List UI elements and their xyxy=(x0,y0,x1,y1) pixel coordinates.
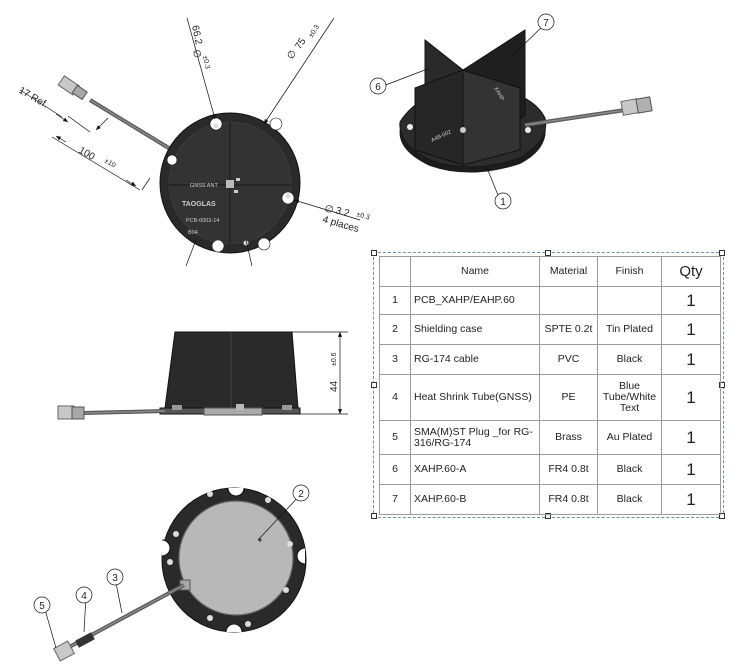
bom-cell-finish: Black xyxy=(597,344,662,375)
table-row[interactable]: 7 XAHP.60-B FR4 0.8t Black 1 xyxy=(379,484,721,515)
bom-table[interactable]: Name Material Finish Qty 1 PCB_XAHP/EAHP… xyxy=(379,256,721,515)
dim-pcb-dia-symbol: ∅ xyxy=(190,49,202,59)
dim-pcb-dia-tol: ±0.3 xyxy=(201,55,211,70)
dim-shield-dia-tol: ±0.3 xyxy=(308,24,321,39)
dim-shield-dia-symbol: ∅ xyxy=(285,48,299,61)
dim-height-tol: ±0.6 xyxy=(331,352,338,366)
top-view-pcb: GNSS ANT TAOGLAS PCB-0002-14 B04 xyxy=(159,112,301,254)
bom-cell-name: Shielding case xyxy=(410,314,540,345)
pcb-rev-mark: B04 xyxy=(188,230,198,236)
bom-cell-finish: Black xyxy=(597,454,662,485)
dim-hole-dia: 3.2 xyxy=(334,205,351,220)
bom-cell-finish xyxy=(597,286,662,315)
bom-cell-finish: Black xyxy=(597,484,662,515)
bom-cell-no: 5 xyxy=(379,420,411,455)
bom-cell-finish: Blue Tube/White Text xyxy=(597,374,662,421)
bom-cell-qty: 1 xyxy=(661,484,721,515)
table-row[interactable]: 6 XAHP.60-A FR4 0.8t Black 1 xyxy=(379,454,721,485)
bom-cell-material: PVC xyxy=(539,344,598,375)
bom-cell-qty: 1 xyxy=(661,344,721,375)
dim-hole-dia-tol: ±0.3 xyxy=(355,211,370,221)
bom-cell-material: SPTE 0.2t xyxy=(539,314,598,345)
balloons xyxy=(33,13,555,649)
side-view: 44 ±0.6 xyxy=(57,331,348,420)
bom-cell-no: 6 xyxy=(379,454,411,485)
bom-cell-no: 3 xyxy=(379,344,411,375)
pcb-brand-mark: TAOGLAS xyxy=(182,201,216,208)
table-row[interactable]: 4 Heat Shrink Tube(GNSS) PE Blue Tube/Wh… xyxy=(379,374,721,421)
bom-cell-name: RG-174 cable xyxy=(410,344,540,375)
top-view-dimensions xyxy=(19,17,361,267)
bom-cell-no: 2 xyxy=(379,314,411,345)
bom-cell-name: XAHP.60-A xyxy=(410,454,540,485)
bom-cell-no: 7 xyxy=(379,484,411,515)
dim-height: 44 xyxy=(329,380,340,392)
balloon-7: 7 xyxy=(543,18,549,29)
bom-cell-material: FR4 0.8t xyxy=(539,454,598,485)
dim-cable-ref: 17 Ref. xyxy=(17,85,50,111)
selection-handle-ml[interactable] xyxy=(371,382,377,388)
bom-cell-qty: 1 xyxy=(661,314,721,345)
dim-pcb-dia: 66.2 xyxy=(189,24,204,46)
bom-header-material: Material xyxy=(539,256,598,287)
bom-cell-finish: Au Plated xyxy=(597,420,662,455)
bom-header-row: Name Material Finish Qty xyxy=(379,256,721,287)
bom-cell-material: FR4 0.8t xyxy=(539,484,598,515)
bom-cell-material xyxy=(539,286,598,315)
balloon-1: 1 xyxy=(500,197,506,208)
bom-cell-qty: 1 xyxy=(661,454,721,485)
top-view-cable xyxy=(57,75,174,152)
balloon-5: 5 xyxy=(39,601,45,612)
dim-hole-dia-symbol: ∅ xyxy=(323,203,334,216)
dim-cable-length-tol: ±10 xyxy=(103,158,117,170)
selection-handle-br[interactable] xyxy=(719,513,725,519)
bom-cell-name: PCB_XAHP/EAHP.60 xyxy=(410,286,540,315)
pcb-gnss-mark: GNSS ANT xyxy=(190,183,218,189)
bom-cell-qty: 1 xyxy=(661,420,721,455)
selection-handle-bl[interactable] xyxy=(371,513,377,519)
bom-cell-material: Brass xyxy=(539,420,598,455)
bom-cell-finish: Tin Plated xyxy=(597,314,662,345)
selection-handle-tl[interactable] xyxy=(371,250,377,256)
bottom-view xyxy=(52,487,307,662)
table-row[interactable]: 3 RG-174 cable PVC Black 1 xyxy=(379,344,721,375)
bom-header-no xyxy=(379,256,411,287)
table-row[interactable]: 1 PCB_XAHP/EAHP.60 1 xyxy=(379,286,721,315)
table-row[interactable]: 5 SMA(M)ST Plug _for RG-316/RG-174 Brass… xyxy=(379,420,721,455)
bom-cell-name: Heat Shrink Tube(GNSS) xyxy=(410,374,540,421)
bom-header-qty: Qty xyxy=(661,256,721,287)
bom-cell-name: SMA(M)ST Plug _for RG-316/RG-174 xyxy=(410,420,540,455)
dim-shield-dia: 75 xyxy=(293,36,309,52)
table-row[interactable]: 2 Shielding case SPTE 0.2t Tin Plated 1 xyxy=(379,314,721,345)
selection-handle-tc[interactable] xyxy=(545,250,551,256)
bom-cell-no: 1 xyxy=(379,286,411,315)
bom-cell-qty: 1 xyxy=(661,286,721,315)
bom-header-name: Name xyxy=(410,256,540,287)
balloon-4: 4 xyxy=(81,591,87,602)
bom-header-finish: Finish xyxy=(597,256,662,287)
bom-cell-material: PE xyxy=(539,374,598,421)
balloon-6: 6 xyxy=(375,82,381,93)
isometric-view: XAHP A4B-002 xyxy=(399,29,653,173)
balloon-3: 3 xyxy=(112,573,118,584)
dim-cable-length: 100 xyxy=(77,145,97,163)
bom-cell-qty: 1 xyxy=(661,374,721,421)
top-view: GNSS ANT TAOGLAS PCB-0002-14 B04 ∅ 66.2 … xyxy=(17,17,371,267)
balloon-2: 2 xyxy=(298,489,304,500)
bom-cell-no: 4 xyxy=(379,374,411,421)
bom-cell-name: XAHP.60-B xyxy=(410,484,540,515)
pcb-part-mark: PCB-0002-14 xyxy=(186,218,219,224)
selection-handle-tr[interactable] xyxy=(719,250,725,256)
